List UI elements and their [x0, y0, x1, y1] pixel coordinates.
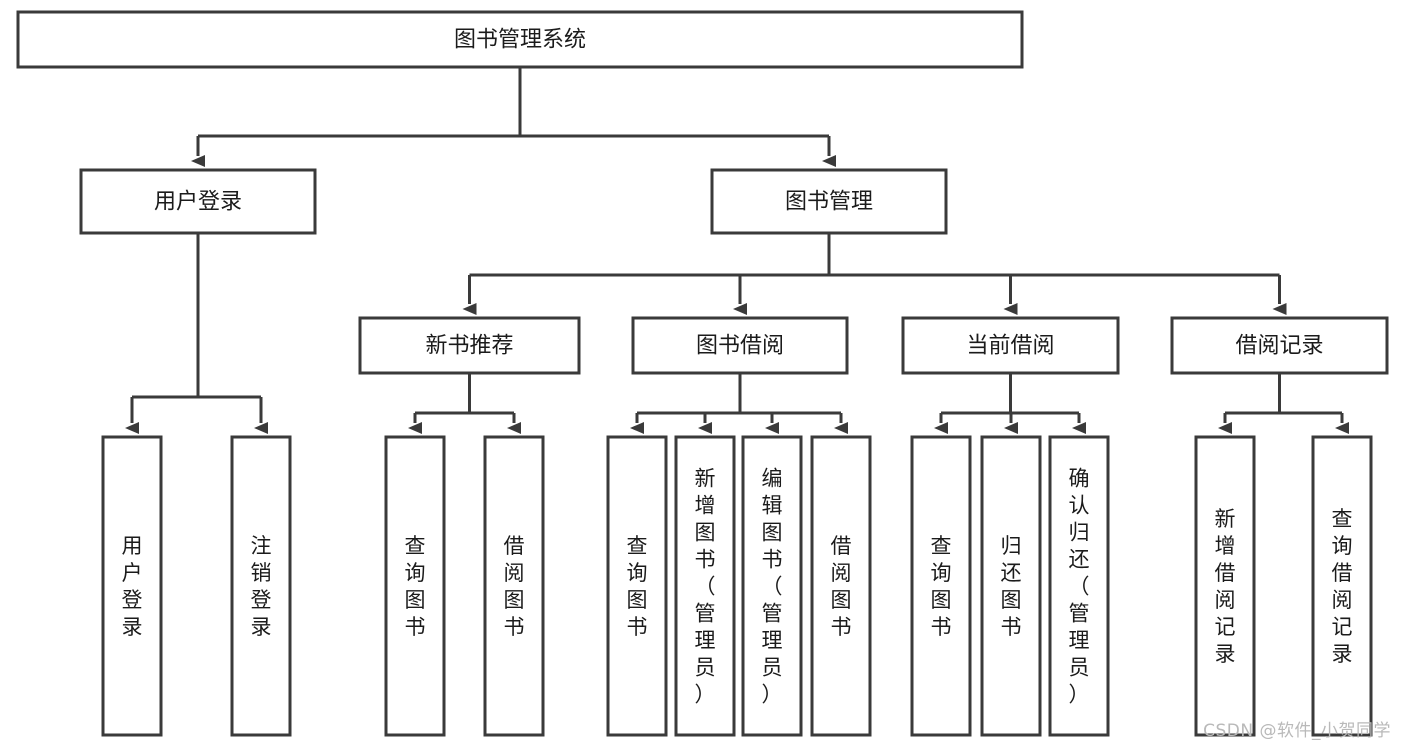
node-label: 查询图书: [405, 534, 426, 639]
node-l3-1[interactable]: 新书推荐: [358, 316, 581, 375]
node-leaf-11[interactable]: 确认归还（管理员）: [1048, 435, 1110, 737]
node-label: 确认归还（管理员）: [1069, 467, 1090, 707]
node-label: 查询图书: [627, 534, 648, 639]
node-label: 借阅图书: [504, 534, 525, 639]
node-l2-2[interactable]: 图书管理: [710, 168, 948, 235]
node-leaf-9[interactable]: 查询图书: [910, 435, 972, 737]
node-leaf-7[interactable]: 编辑图书（管理员）: [741, 435, 803, 737]
node-leaf-4[interactable]: 借阅图书: [483, 435, 545, 737]
node-root[interactable]: 图书管理系统: [16, 10, 1024, 69]
node-label: 图书管理: [785, 190, 873, 215]
node-leaf-5[interactable]: 查询图书: [606, 435, 668, 737]
nodes-layer: 图书管理系统用户登录图书管理新书推荐图书借阅当前借阅借阅记录用户登录注销登录查询…: [16, 10, 1389, 737]
node-leaf-2[interactable]: 注销登录: [230, 435, 292, 737]
node-label: 图书管理系统: [454, 28, 586, 53]
node-label: 查询借阅记录: [1332, 507, 1353, 666]
node-leaf-6[interactable]: 新增图书（管理员）: [674, 435, 736, 737]
node-leaf-8[interactable]: 借阅图书: [810, 435, 872, 737]
node-l2-1[interactable]: 用户登录: [79, 168, 317, 235]
node-l3-4[interactable]: 借阅记录: [1170, 316, 1389, 375]
node-label: 新增借阅记录: [1215, 507, 1236, 666]
node-label: 借阅图书: [831, 534, 852, 639]
node-leaf-10[interactable]: 归还图书: [980, 435, 1042, 737]
node-label: 新增图书（管理员）: [695, 467, 716, 707]
node-leaf-1[interactable]: 用户登录: [101, 435, 163, 737]
node-label: 用户登录: [154, 190, 242, 215]
node-l3-2[interactable]: 图书借阅: [631, 316, 849, 375]
node-label: 用户登录: [122, 534, 143, 639]
node-leaf-13[interactable]: 查询借阅记录: [1311, 435, 1373, 737]
node-label: 当前借阅: [966, 334, 1054, 359]
node-label: 图书借阅: [696, 334, 784, 359]
connectors-layer: [125, 67, 1349, 434]
node-leaf-12[interactable]: 新增借阅记录: [1194, 435, 1256, 737]
node-label: 借阅记录: [1235, 334, 1323, 359]
node-label: 查询图书: [931, 534, 952, 639]
node-label: 新书推荐: [425, 334, 513, 359]
node-l3-3[interactable]: 当前借阅: [901, 316, 1120, 375]
node-leaf-3[interactable]: 查询图书: [384, 435, 446, 737]
node-label: 归还图书: [1001, 534, 1022, 639]
node-label: 注销登录: [251, 534, 272, 639]
node-label: 编辑图书（管理员）: [762, 467, 783, 707]
